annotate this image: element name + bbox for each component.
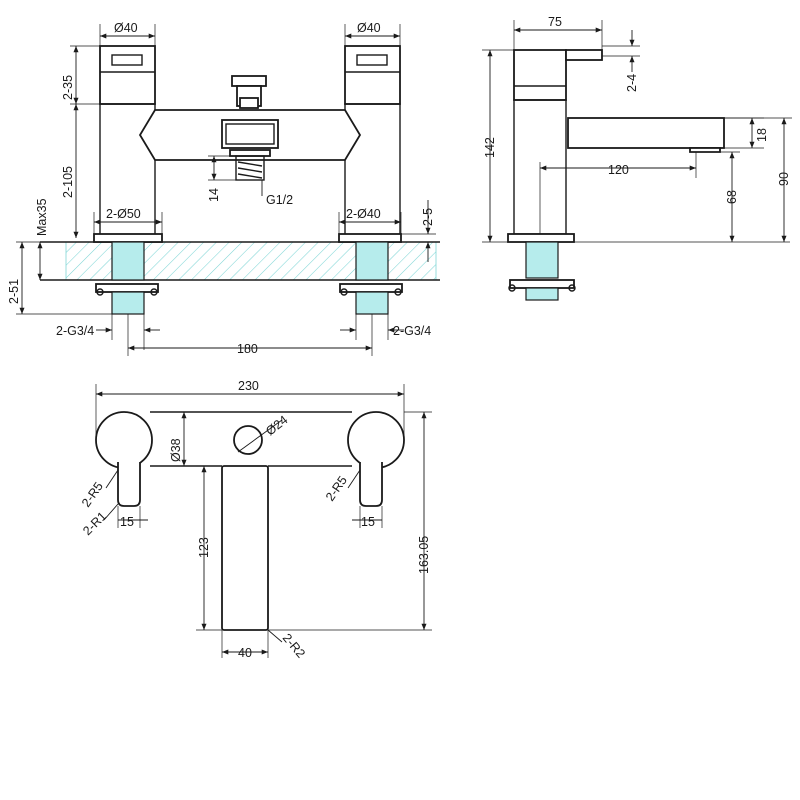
label-spout-corner-radius: 2-R2: [280, 631, 308, 661]
plan-view: 230 Ø24 Ø38 2-R5 2-R1 2-R5 15: [79, 379, 432, 661]
label-body-dia: Ø38: [169, 438, 183, 462]
dim-head-width: 75: [513, 15, 603, 50]
dim-overall-depth: 163.05: [268, 411, 432, 631]
dim-handle-height: 2-35: [61, 45, 100, 105]
dim-base-dia-left: 2-Ø50: [93, 207, 163, 234]
dim-outlet-thread: G1/2: [261, 180, 293, 207]
central-body: [138, 75, 362, 181]
dim-inlet-left: 2-G3/4: [56, 314, 160, 350]
label-spout-thickness: 18: [755, 128, 769, 142]
label-centres: 180: [237, 342, 258, 356]
dim-lever-width-left: 15: [117, 506, 148, 529]
label-base-dia-left: 2-Ø50: [106, 207, 141, 221]
label-outlet-thread: G1/2: [266, 193, 293, 207]
label-inlet-right: 2-G3/4: [393, 324, 431, 338]
dim-base-thickness: 2-5: [401, 200, 436, 262]
label-outlet-height: 14: [207, 188, 221, 202]
label-spout-height: 68: [725, 190, 739, 204]
dim-base-dia-right: 2-Ø40: [338, 207, 402, 234]
dim-lever-radius-right: 2-R5: [323, 469, 361, 504]
label-base-dia-right: 2-Ø40: [346, 207, 381, 221]
label-handle-dia-right: Ø40: [357, 21, 381, 35]
dim-lever-gap: 2-4: [602, 30, 640, 92]
label-deck-max: Max35: [35, 198, 49, 236]
label-spout-projection: 120: [608, 163, 629, 177]
right-pillar: [338, 45, 403, 315]
label-overall-height: 90: [777, 172, 791, 186]
label-total-height: 142: [483, 137, 497, 158]
label-shank-length: 2-51: [7, 279, 21, 304]
label-spout-length: 123: [197, 537, 211, 558]
dim-spout-width: 40: [221, 630, 269, 660]
dim-lever-width-right: 15: [352, 506, 383, 529]
dim-outlet-height: 14: [207, 155, 236, 202]
label-head-width: 75: [548, 15, 562, 29]
front-view: Ø40 Ø40 2-35 2-105 Max35 2-51: [7, 21, 440, 356]
dim-spout-height: 68: [574, 151, 790, 243]
dim-overall-height: 90: [724, 117, 792, 242]
side-view: 75 2-4 142 120 18: [482, 15, 792, 301]
dim-spout-corner-radius: 2-R2: [267, 629, 308, 661]
dim-body-dia: Ø38: [169, 412, 187, 466]
dim-shank-length: 2-51: [7, 241, 112, 315]
label-lever-width-left: 15: [120, 515, 134, 529]
dim-spout-length: 123: [196, 465, 222, 631]
label-diverter-dia: Ø24: [263, 413, 290, 439]
label-body-height: 2-105: [61, 166, 75, 198]
dim-handle-dia-right: Ø40: [344, 21, 401, 46]
label-overall-width: 230: [238, 379, 259, 393]
label-spout-width: 40: [238, 646, 252, 660]
dim-body-height: 2-105: [61, 104, 79, 238]
dim-centres: 180: [127, 314, 373, 356]
label-handle-height: 2-35: [61, 75, 75, 100]
label-handle-dia-left: Ø40: [114, 21, 138, 35]
dim-spout-projection: 120: [539, 152, 697, 234]
label-inlet-left: 2-G3/4: [56, 324, 94, 338]
plan-diverter: [233, 425, 263, 455]
plan-handle-left: [95, 411, 153, 469]
plan-handle-right: [347, 411, 405, 469]
label-lever-radius-right: 2-R5: [323, 473, 350, 503]
label-overall-depth: 163.05: [417, 536, 431, 574]
label-lever-gap: 2-4: [625, 74, 639, 92]
dim-inlet-right: 2-G3/4: [340, 314, 431, 340]
dim-lever-tip-radius: 2-R1: [80, 503, 119, 538]
dim-deck-max: Max35: [35, 198, 49, 280]
label-lever-tip-radius: 2-R1: [80, 509, 109, 538]
dim-handle-dia-left: Ø40: [99, 21, 156, 46]
label-lever-width-right: 15: [361, 515, 375, 529]
dim-spout-thickness: 18: [724, 117, 769, 149]
dim-lever-radius-left: 2-R5: [79, 469, 119, 510]
left-pillar: [93, 45, 163, 315]
plan-spout: [221, 465, 269, 631]
label-base-thickness: 2-5: [421, 208, 435, 226]
label-lever-radius-left: 2-R5: [79, 479, 106, 509]
dim-total-height: 142: [482, 49, 514, 243]
